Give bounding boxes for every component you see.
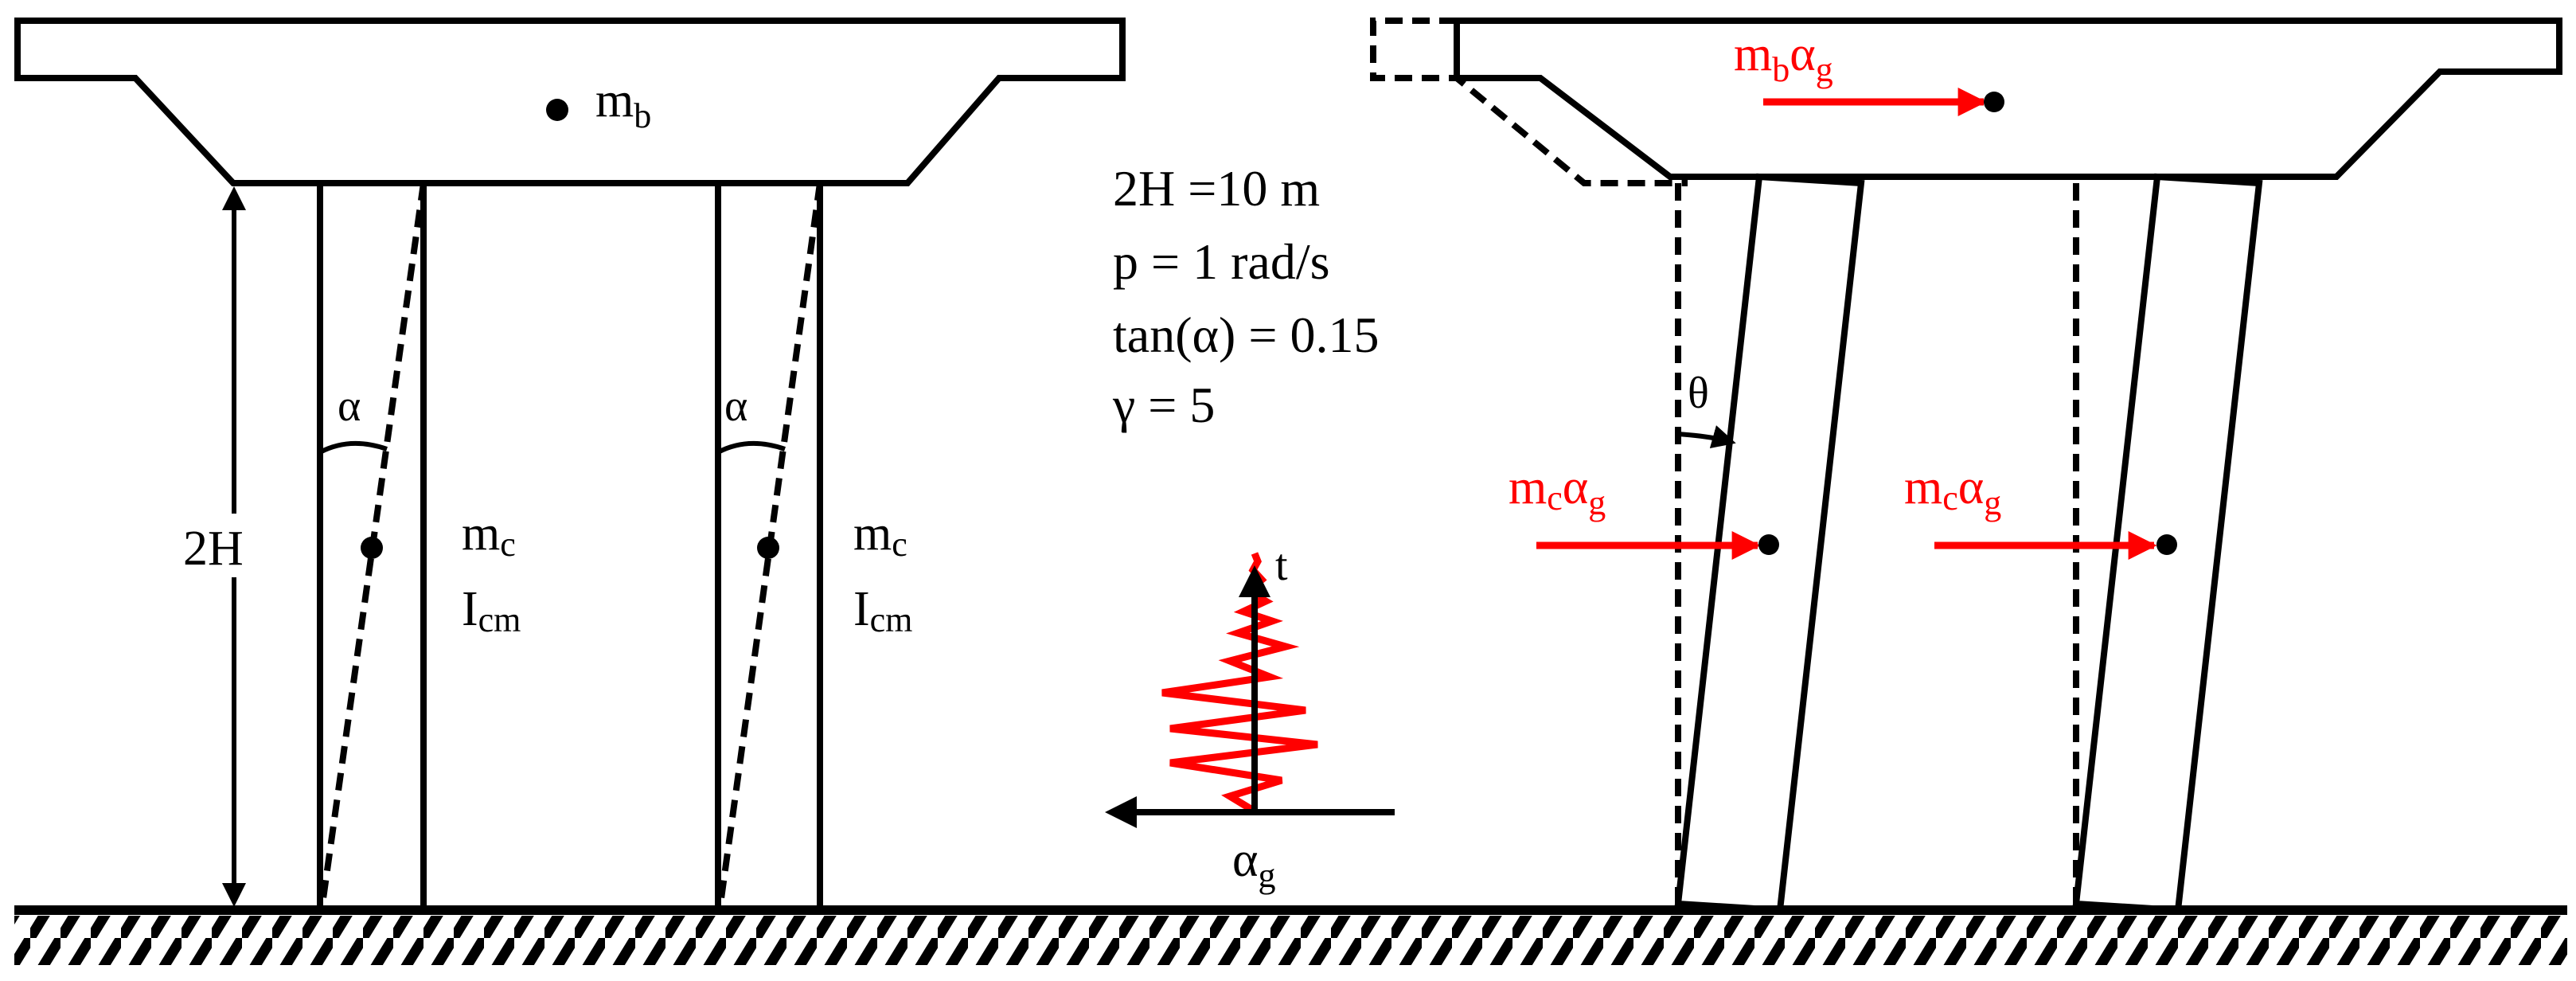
deck-inertial-force-label: mbαg <box>1734 27 1833 89</box>
ground <box>14 905 2567 965</box>
right-column-1 <box>1674 173 1865 914</box>
deck-inertial-force-point <box>1984 92 2004 112</box>
deck-mass-point <box>546 99 568 121</box>
left-deck <box>14 18 1126 186</box>
right-deck <box>1454 18 2562 180</box>
right-column-2 <box>2072 173 2263 914</box>
height-label: 2H <box>183 522 244 576</box>
parameter-frequency: p = 1 rad/s <box>1113 233 1330 290</box>
parameter-height: 2H =10 m <box>1113 160 1320 217</box>
left-column-2-inertia-label: Icm <box>853 582 912 639</box>
time-axis-label: t <box>1275 541 1288 590</box>
rotation-angle-arc <box>1677 425 1736 448</box>
left-column-2-mass-point <box>757 537 779 559</box>
column-2-inertial-force-point <box>2156 534 2177 555</box>
right-deck-original-outline <box>1370 18 1688 186</box>
left-column-2-mass-label: mc <box>853 506 907 564</box>
left-angle-arc-1 <box>318 440 388 455</box>
column-2-inertial-force-label: mcαg <box>1904 460 2001 522</box>
height-label-background <box>181 514 287 577</box>
deck-mass-label: mb <box>595 73 651 135</box>
parameters-block: 2H =10 m p = 1 rad/s tan(α) = 0.15 γ = 5 <box>1112 160 1379 433</box>
ground-motion-record <box>1161 552 1318 815</box>
parameter-slenderness: tan(α) = 0.15 <box>1113 307 1379 363</box>
left-angle-arc-2 <box>716 440 786 455</box>
left-column-1-mass-label: mc <box>462 506 516 564</box>
left-column-1-inertia-label: Icm <box>462 582 521 639</box>
left-column-1-mass-point <box>361 537 383 559</box>
rotation-angle-label: θ <box>1688 369 1709 418</box>
right-frame <box>1454 18 2562 914</box>
left-frame <box>14 18 1126 911</box>
angle-label-1: α <box>338 381 361 431</box>
parameter-gamma: γ = 5 <box>1112 377 1215 433</box>
ground-acceleration-label: αg <box>1232 833 1275 895</box>
ground-hatching <box>14 916 2567 965</box>
ground-motion-inset: t αg <box>1105 541 1395 895</box>
angle-label-2: α <box>724 381 747 431</box>
column-1-inertial-force-point <box>1758 534 1779 555</box>
column-1-inertial-force-label: mcαg <box>1509 460 1606 522</box>
